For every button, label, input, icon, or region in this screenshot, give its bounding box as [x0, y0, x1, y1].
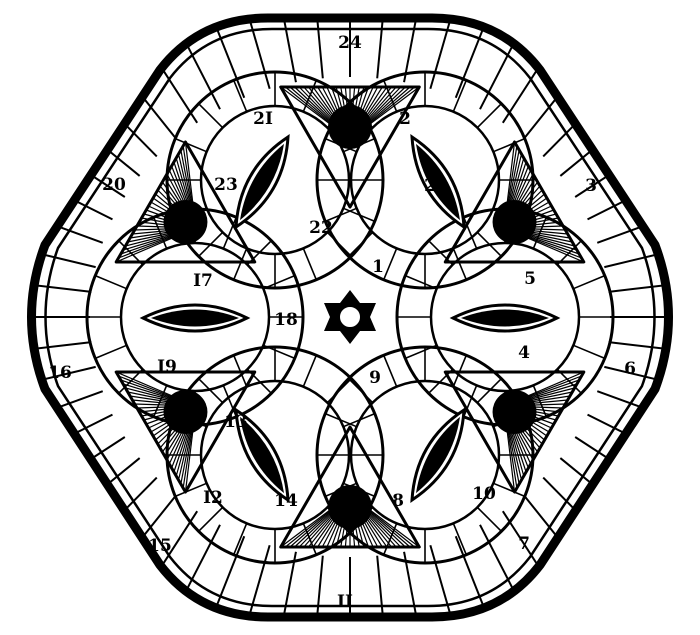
label-15: 15	[148, 536, 172, 556]
label-16: 16	[48, 363, 72, 383]
label-24: 24	[338, 33, 362, 53]
label-3: 3	[585, 176, 597, 196]
label-7: 7	[518, 534, 530, 554]
label-22: 22	[309, 218, 333, 238]
label-12: I2	[203, 488, 223, 508]
label-11: II	[337, 592, 353, 612]
label-6: 6	[624, 359, 636, 379]
label-5: 5	[524, 269, 536, 289]
label-9: 9	[369, 368, 381, 388]
label-1: 1	[372, 257, 384, 277]
centre-circle	[339, 306, 361, 328]
label-13: 13	[224, 412, 248, 432]
label-23: 23	[214, 175, 238, 195]
label-18: 18	[274, 310, 298, 330]
label-8: 8	[392, 491, 404, 511]
label-10: 10	[472, 484, 496, 504]
label-19: I9	[157, 357, 177, 377]
label-21: 2I	[253, 109, 273, 129]
label-17: I7	[193, 271, 213, 291]
label-2: 2	[399, 109, 411, 129]
label-20: 20	[102, 175, 126, 195]
label-25: 25	[424, 176, 448, 196]
label-4: 4	[518, 343, 530, 363]
label-14: 14	[274, 491, 298, 511]
